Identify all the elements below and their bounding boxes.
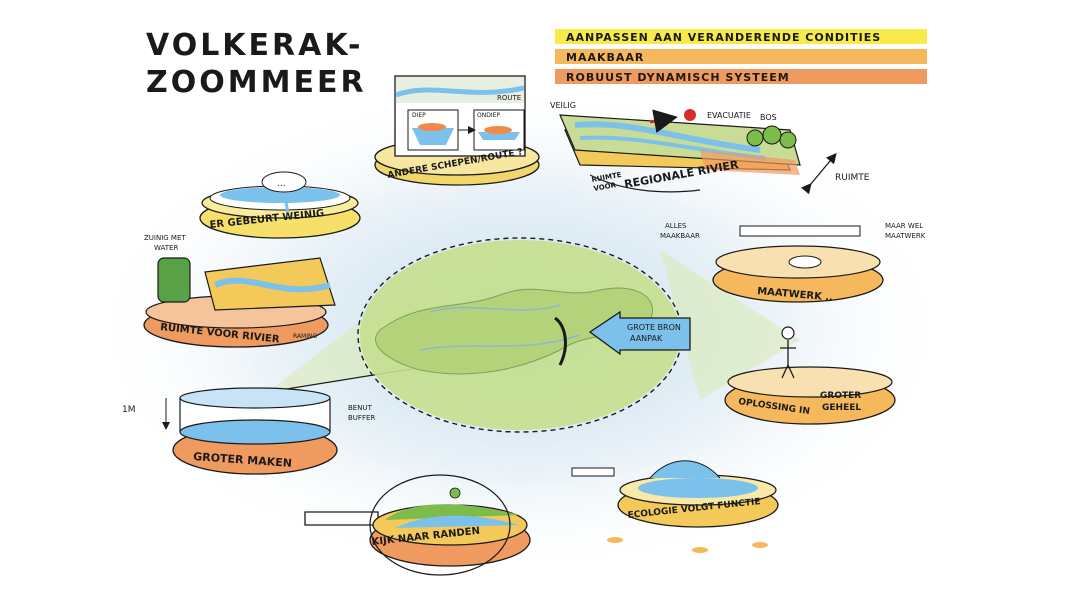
fish-icon (607, 537, 623, 543)
tile-rivier-label-small: RAMING (293, 333, 317, 340)
person-icon-geheel (781, 326, 795, 340)
tile-other-ships: ROUTE DIEP ONDIEP ANDERE SCHEPEN/ROUTE ? (374, 75, 540, 186)
magnifier-handle (304, 511, 379, 526)
cloud-dots: ... (277, 179, 286, 189)
tree-icon-3 (779, 131, 797, 149)
geheel-label-line3: GEHEEL (822, 403, 861, 413)
route-label: ROUTE (497, 94, 521, 102)
water-channel (429, 304, 561, 313)
legend-label-adapt: AANPASSEN AAN VERANDERENDE CONDITIES (566, 31, 881, 44)
source-arrow (588, 310, 691, 356)
lake-outline (554, 316, 567, 366)
dim-label: 1M (122, 405, 136, 415)
tree-icon (746, 129, 764, 147)
tree-icon-2 (762, 125, 782, 145)
diep-label: DIEP (412, 112, 426, 119)
tile-ecologie: ECOLOGIE VOLGT FUNCTIE (571, 460, 779, 553)
veilig-label: VEILIG (550, 101, 576, 110)
magnifier-lens (369, 474, 511, 576)
boat-icon (571, 467, 615, 477)
tile-groter-geheel: OPLOSSING IN GROTER GEHEEL (724, 326, 896, 425)
person-icon (684, 109, 696, 121)
legend-label-maakbaar: MAAKBAAR (566, 51, 644, 64)
zuinig-label-line1: ZUINIG MET (144, 234, 186, 242)
tile-weinig: ... ER GEBEURT WEINIG (199, 171, 361, 239)
fish-icon-3 (752, 542, 768, 548)
bos-label: BOS (760, 113, 777, 122)
tile-groter-maken: 1M BENUT BUFFER GROTER MAKEN (122, 387, 375, 475)
cloud-icon (261, 171, 307, 193)
tile-regional-river: VEILIG EVACUATIE BOS RUIMTE RUIMTE VOOR … (550, 101, 870, 195)
buffer-label-line2: BUFFER (348, 414, 375, 422)
legend-label-robuust: ROBUUST DYNAMISCH SYSTEEM (566, 71, 790, 84)
alles-label-line1: ALLES (665, 222, 687, 230)
geheel-label-line2: GROTER (820, 391, 861, 401)
title-line2: ZOOMMEER (146, 65, 367, 100)
zuinig-label-line2: WATER (154, 244, 178, 252)
tile-maatwerk: ALLES MAAKBAAR MAAR WEL MAATWERK MAATWER… (660, 222, 926, 304)
legend-swatch-yellow (555, 29, 927, 44)
ondiep-label: ONDIEP (477, 112, 500, 119)
ruimte-label: RUIMTE (835, 173, 870, 183)
tile-ruimte-rivier: ZUINIG MET WATER RUIMTE VOOR RIVIER RAMI… (143, 234, 336, 348)
rain-barrel (157, 257, 191, 303)
legend: AANPASSEN AAN VERANDERENDE CONDITIES MAA… (555, 29, 927, 84)
alles-label-line2: MAAKBAAR (660, 232, 700, 240)
main-title: VOLKERAK- ZOOMMEER (146, 28, 367, 100)
clay-figure (788, 255, 822, 269)
maar-label-line2: MAATWERK (885, 232, 926, 240)
arrow-label-line1: GROTE BRON (627, 323, 681, 332)
buffer-label-line1: BENUT (348, 404, 373, 412)
legend-swatch-light-orange (555, 49, 927, 64)
evacuatie-label: EVACUATIE (707, 111, 751, 120)
legend-swatch-orange (555, 69, 927, 84)
tile-kijk-randen: KIJK NAAR RANDEN (304, 474, 531, 576)
river-label-line2: VOOR (593, 181, 617, 193)
arrow-label-line2: AANPAK (630, 334, 663, 343)
water-channel-2 (419, 334, 581, 351)
title-line1: VOLKERAK- (146, 28, 363, 63)
maar-label-line1: MAAR WEL (885, 222, 923, 230)
projection-right (660, 250, 800, 400)
lake-map: GROTE BRON AANPAK (267, 237, 800, 433)
fish-icon-2 (692, 547, 708, 553)
